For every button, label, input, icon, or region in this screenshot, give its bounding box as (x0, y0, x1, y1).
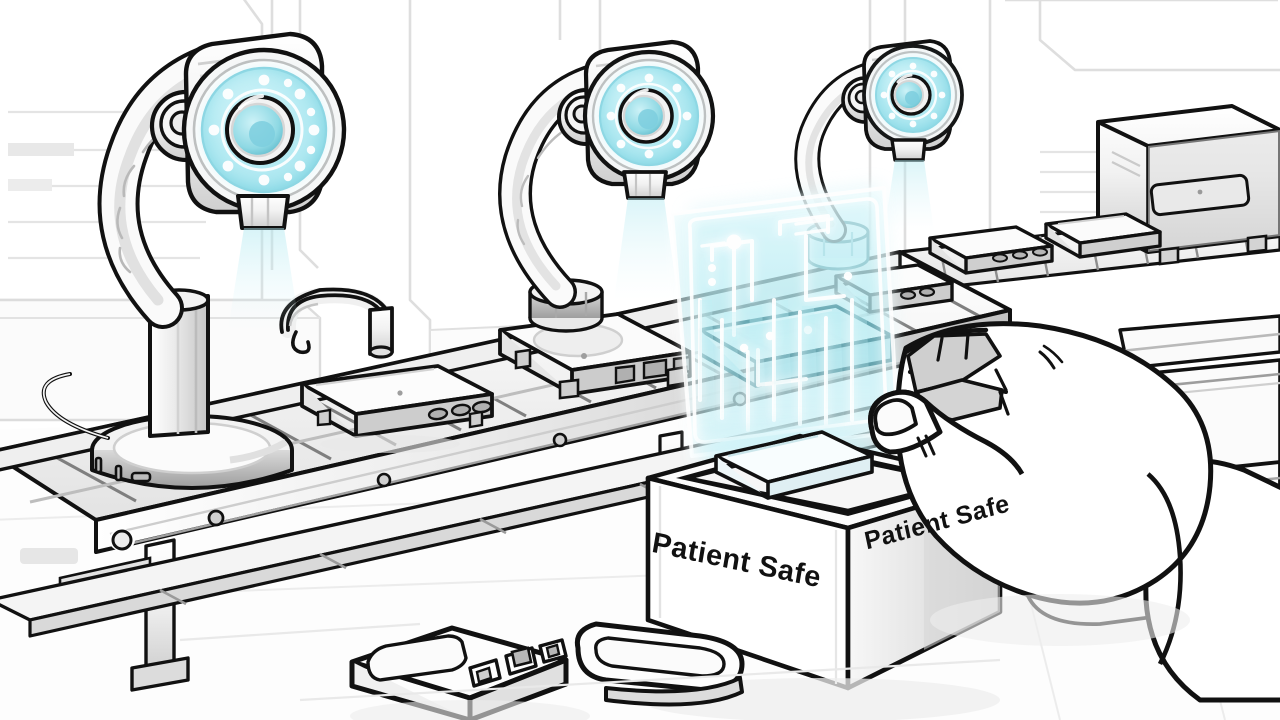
device-unit-in-box (714, 430, 874, 500)
patient-safe-box[interactable] (640, 430, 1003, 720)
hologram-projection (670, 186, 900, 478)
arm-1-base (90, 414, 294, 490)
arm-2-base (498, 278, 692, 400)
arm-1-camera-head (181, 31, 347, 230)
arm-1[interactable] (41, 31, 347, 490)
device-far-group (928, 212, 1162, 275)
device-unit (1044, 212, 1162, 259)
device-unit[interactable] (300, 364, 494, 453)
foreground-stylus[interactable] (574, 621, 745, 707)
arm-3-camera-head (862, 39, 964, 162)
operator-hand (868, 321, 1280, 703)
table-lines (179, 622, 1001, 702)
arm-2-camera-head (582, 39, 716, 200)
device-unit (928, 225, 1054, 275)
arm-2[interactable] (498, 39, 716, 309)
